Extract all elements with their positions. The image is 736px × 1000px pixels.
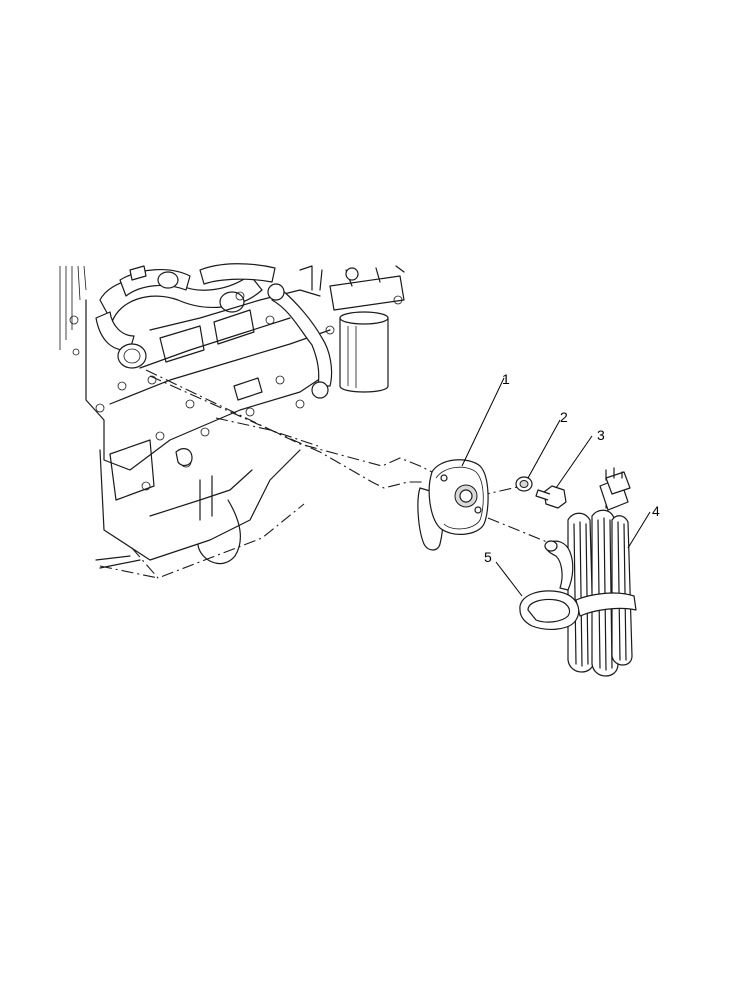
callout-2: 2 <box>560 409 568 425</box>
washer <box>515 476 533 492</box>
bolt <box>535 485 567 509</box>
power-cord <box>567 467 637 677</box>
callout-5: 5 <box>484 549 492 565</box>
leader-lines <box>461 377 651 597</box>
assembly-centerlines <box>99 369 553 579</box>
engine-block <box>59 263 405 569</box>
hose-clamp <box>519 540 580 630</box>
callout-1: 1 <box>502 371 510 387</box>
block-heater-element <box>417 459 489 551</box>
callout-4: 4 <box>652 503 660 519</box>
callout-3: 3 <box>597 427 605 443</box>
